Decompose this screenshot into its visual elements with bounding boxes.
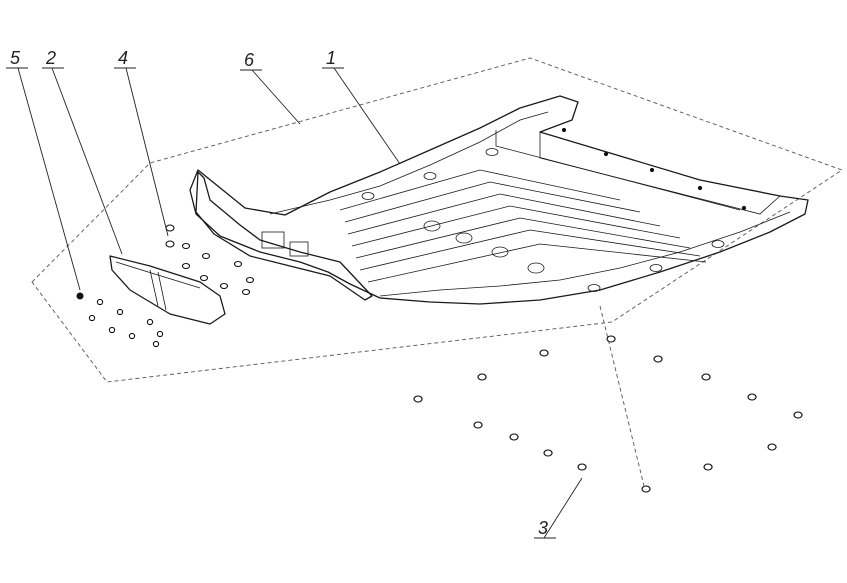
callout-label-6: 6 xyxy=(244,50,255,70)
skid-plate xyxy=(189,95,809,305)
leader-lines xyxy=(17,67,583,539)
assembly-boundary-outline xyxy=(31,57,843,383)
callout-label-2: 2 xyxy=(45,48,56,68)
front-trim-panel xyxy=(109,255,226,325)
callout-label-3: 3 xyxy=(538,518,548,538)
screw-group xyxy=(76,292,164,348)
alignment-line xyxy=(599,305,646,491)
callout-underlines xyxy=(6,67,556,539)
rivet-group xyxy=(413,335,803,493)
callout-label-1: 1 xyxy=(326,48,336,68)
callout-label-4: 4 xyxy=(118,48,128,68)
washer-group xyxy=(165,224,255,296)
callout-label-5: 5 xyxy=(10,48,21,68)
